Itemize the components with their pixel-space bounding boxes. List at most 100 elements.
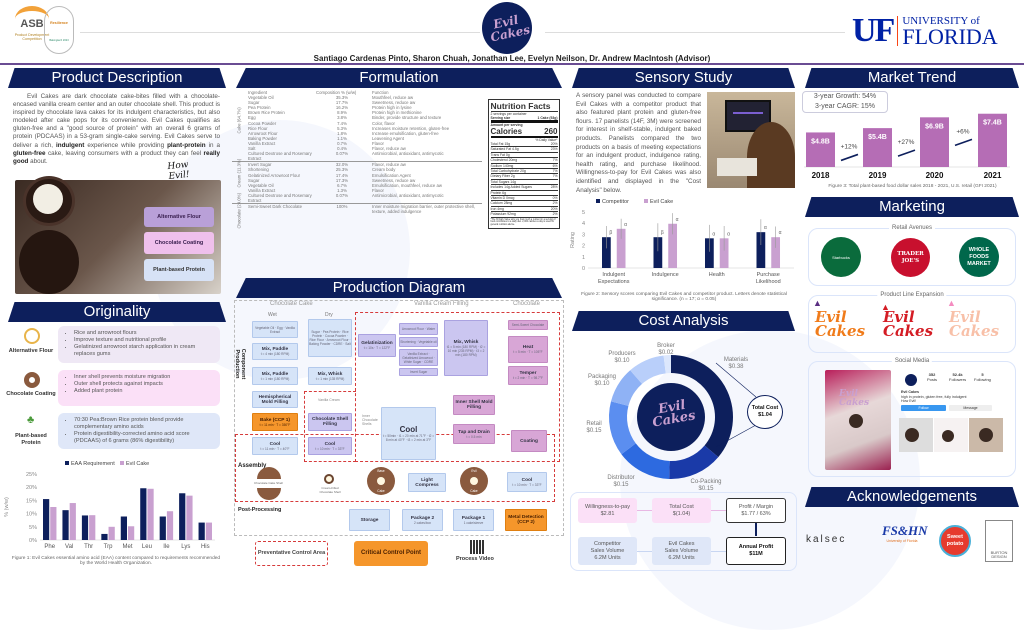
bar-evil-cake [205, 522, 212, 540]
node-vanilla-ingredients: Vanilla Extract · Gelatinized Arrowroot … [399, 349, 438, 366]
cost-donut-chart: Materials$0.38Co-Packing$0.15Distributor… [586, 343, 757, 490]
bar-competitor [601, 237, 611, 268]
bar-value-label: $7.4B [983, 120, 1002, 127]
bar-evil-cake [69, 503, 76, 540]
callout-line [715, 424, 757, 448]
header-divider [0, 63, 1024, 65]
bar-evil-cake [147, 488, 154, 540]
donut-slice-packaging [610, 370, 643, 406]
post-thumbnail[interactable] [899, 418, 933, 452]
flow-arrow [711, 551, 726, 552]
cream-filled-shell-icon [324, 474, 334, 484]
y-axis-label: % (w/w) [4, 497, 10, 517]
section-header-cost-analysis: Cost Analysis [572, 311, 795, 331]
bar-eaa-requirement [198, 522, 205, 540]
process-video-link[interactable]: Process Video [456, 556, 494, 562]
post-thumbnail[interactable] [969, 418, 1003, 452]
node-dry-ingredients: Sugar · Pea Protein · Rice Protein · Coc… [308, 319, 352, 357]
year-label: 2019 [869, 171, 887, 180]
node-mold-filling: Hemispherical Mold Filling [252, 391, 298, 408]
donut-center [637, 383, 705, 451]
donut-slice-materials [671, 355, 733, 458]
post-thumbnail[interactable] [934, 418, 968, 452]
product-description-text: Evil Cakes are dark chocolate cake-bites… [13, 93, 220, 165]
year-label: 2020 [926, 171, 944, 180]
y-tick-label: 4 [582, 221, 585, 227]
follow-button[interactable]: Follow [901, 405, 946, 411]
node-storage: Storage [349, 509, 390, 531]
flow-arrow [637, 510, 652, 511]
witch-hat-icon: ▲ [813, 298, 822, 308]
slice-label: Packaging [588, 374, 616, 380]
market-bar [806, 132, 835, 167]
preventative-control-area [304, 391, 356, 462]
cost-flow-container [570, 492, 797, 571]
growth-arrow [840, 153, 859, 162]
annual-profit-box: Annual Profit$11M [726, 537, 786, 565]
trader-joes-logo: TRADER JOE'S [891, 238, 930, 277]
group-label: Cake (64.7%) [236, 106, 242, 134]
column-header: Function [372, 90, 389, 95]
legend-swatch [65, 461, 69, 465]
y-tick-label: 5 [582, 210, 585, 216]
significance-letter: α [676, 217, 679, 223]
x-tick-label: His [201, 544, 210, 550]
y-axis-label: Rating [570, 232, 576, 248]
bullet-item: Gelatinized arrowroot starch application… [74, 344, 212, 358]
burton-design-logo: BURTON DESIGN [985, 520, 1013, 562]
x-tick-label: Leu [142, 544, 152, 550]
header-rule [545, 32, 845, 33]
santa-hat-icon: ▲ [881, 302, 890, 312]
stage-label-component-production: Component Production [234, 348, 246, 380]
slice-value: $0.15 [698, 486, 714, 490]
alternative-flour-icon [24, 328, 40, 344]
message-button[interactable]: Message [949, 405, 992, 411]
node-wet-ingredients: Vegetable Oil · Egg · Vanilla Extract [252, 321, 298, 338]
section-header-acknowledgements: Acknowledgements [805, 487, 1019, 507]
x-tick-label: Indulgent [602, 272, 625, 278]
profit-margin-box: Profit / Margin$1.77 / 63% [726, 498, 786, 523]
y-tick-label: 1 [582, 255, 585, 261]
section-header-sensory-study: Sensory Study [572, 68, 795, 88]
x-tick-label: Purchase [757, 272, 780, 278]
node-vanilla-ingredients: Arrowroot Flour · Water [399, 323, 438, 335]
column-subheading: Dry [325, 312, 333, 318]
product-line-expansion-box: Product Line Expansion ▲ Evil Cakes ▲ Ev… [808, 292, 1016, 353]
originality-label: Chocolate Coating [6, 391, 56, 397]
authors: Santiago Cardenas Pinto, Sharon Chuah, J… [313, 54, 711, 63]
x-tick-label: Expectations [598, 279, 630, 285]
significance-letter: β [661, 230, 664, 236]
qr-code[interactable] [470, 540, 484, 554]
node-semi-sweet-chocolate: Semi-Sweet Chocolate [508, 320, 548, 330]
slice-label: Co-Packing [690, 479, 721, 485]
bar-evil-cake [668, 223, 678, 268]
profile-avatar[interactable] [905, 374, 917, 386]
slice-label: Broker [657, 343, 675, 349]
flow-label: Inner Chocolate Shells [362, 414, 378, 426]
bar-evil-cake [719, 238, 729, 268]
x-tick-label: Phe [44, 544, 55, 550]
bar-evil-cake [186, 495, 193, 540]
significance-letter: α [727, 231, 730, 237]
bar-eaa-requirement [159, 516, 166, 540]
bar-eaa-requirement [43, 499, 50, 540]
